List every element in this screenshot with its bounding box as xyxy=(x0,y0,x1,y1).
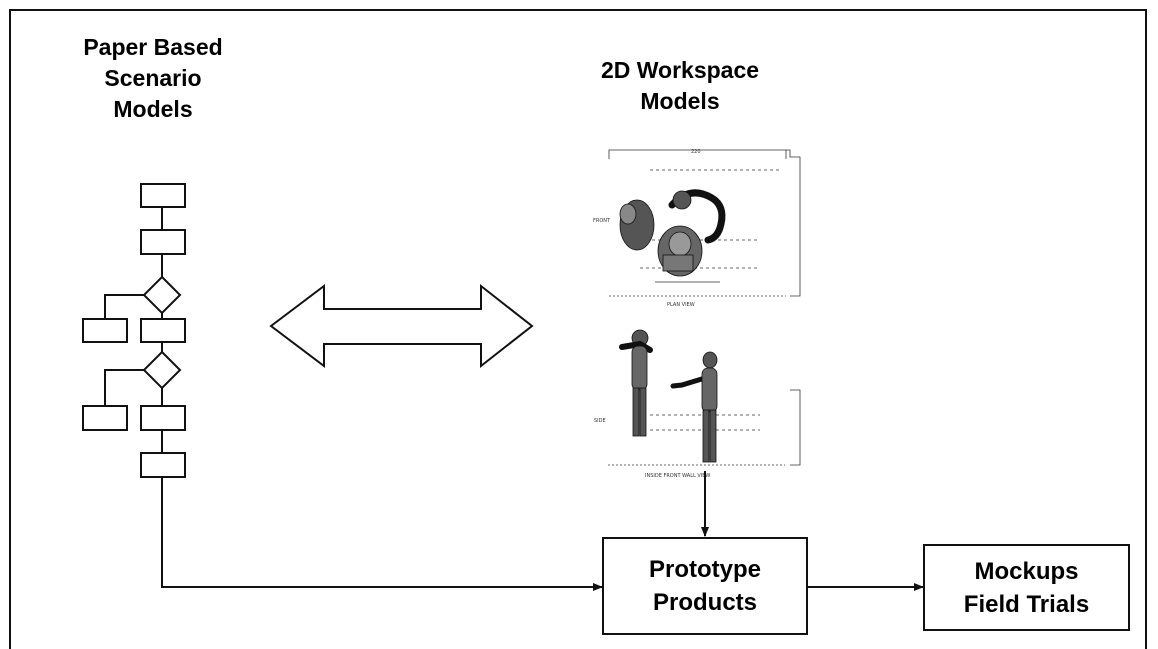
scenario-to-prototype-arrow xyxy=(161,477,603,591)
flow-branch xyxy=(104,369,144,406)
prototype-box xyxy=(602,537,808,635)
flow-box-5 xyxy=(140,452,186,478)
flow-box-3 xyxy=(140,318,186,343)
sketch-dim-label: 220 xyxy=(691,149,701,155)
flow-box-2 xyxy=(140,229,186,255)
diagram-frame xyxy=(9,9,1147,649)
workspace-models-title: 2D Workspace Models xyxy=(600,57,760,114)
side-view-sketch xyxy=(608,329,801,466)
flow-box-branch-2 xyxy=(82,405,128,431)
sketch-front-label: FRONT xyxy=(593,218,611,224)
flow-decision-1 xyxy=(142,275,182,315)
prototype-box-label: Prototype Products xyxy=(648,556,761,616)
flow-box-4 xyxy=(140,405,186,431)
bidirectional-arrow-icon xyxy=(269,283,534,369)
flow-branch xyxy=(104,294,144,319)
paper-models-title: Paper Based Scenario Models xyxy=(83,34,223,122)
flow-box-1 xyxy=(140,183,186,208)
scenario-flowchart xyxy=(82,183,186,478)
mockups-box xyxy=(923,544,1130,631)
plan-view-sketch xyxy=(608,149,801,297)
flow-box-branch-1 xyxy=(82,318,128,343)
mockups-box-label: Mockups Field Trials xyxy=(963,557,1090,618)
sketch-side-label: SIDE xyxy=(594,418,606,424)
sketch-plan-view-label: PLAN VIEW xyxy=(667,302,695,308)
sketch-inside-view-label: INSIDE FRONT WALL VIEW xyxy=(645,473,710,479)
flow-decision-2 xyxy=(142,350,182,390)
